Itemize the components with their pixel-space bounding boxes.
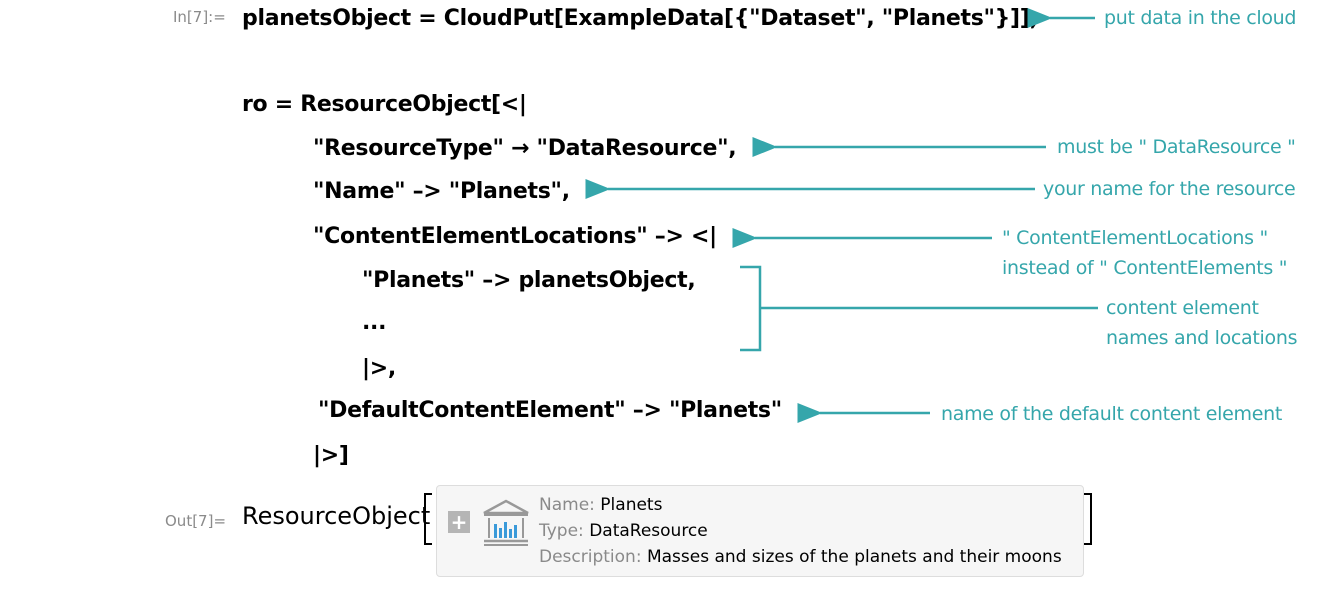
output-label: Out[7]=	[165, 512, 227, 530]
code-line[interactable]: ...	[362, 310, 387, 335]
type-row: Type: DataResource	[539, 521, 708, 541]
data-repository-icon	[483, 499, 529, 546]
input-label: In[7]:=	[173, 8, 226, 26]
code-line[interactable]: "DefaultContentElement" –> "Planets"	[318, 398, 782, 423]
code-line[interactable]: "Name" –> "Planets",	[313, 179, 570, 204]
code-line[interactable]: ro = ResourceObject[<|	[242, 92, 527, 117]
expand-plus-icon[interactable]: +	[448, 511, 470, 533]
open-bracket	[424, 493, 432, 545]
code-line[interactable]: |>]	[313, 443, 349, 468]
code-line[interactable]: "ContentElementLocations" –> <|	[313, 224, 717, 249]
description-row: Description: Masses and sizes of the pla…	[539, 547, 1062, 567]
code-line[interactable]: "ResourceType" → "DataResource",	[313, 136, 737, 161]
annotation-locations-2: instead of " ContentElements "	[1002, 257, 1288, 279]
output-head: ResourceObject	[242, 502, 431, 530]
annotation-locations-1: " ContentElementLocations "	[1002, 227, 1268, 249]
annotation-name: your name for the resource	[1043, 178, 1296, 200]
name-row: Name: Planets	[539, 495, 663, 515]
annotation-default: name of the default content element	[941, 403, 1283, 425]
annotation-resource-type: must be " DataResource "	[1057, 136, 1296, 158]
close-bracket	[1084, 493, 1092, 545]
annotation-elements-1: content element	[1106, 297, 1259, 319]
resource-summary-panel: + Name: Planets Type: DataResource Descr…	[436, 485, 1084, 577]
code-line[interactable]: planetsObject = CloudPut[ExampleData[{"D…	[242, 6, 1039, 31]
code-line[interactable]: "Planets" –> planetsObject,	[362, 268, 696, 293]
annotation-elements-2: names and locations	[1106, 327, 1298, 349]
code-line[interactable]: |>,	[362, 356, 396, 381]
annotation-cloud: put data in the cloud	[1104, 7, 1297, 29]
